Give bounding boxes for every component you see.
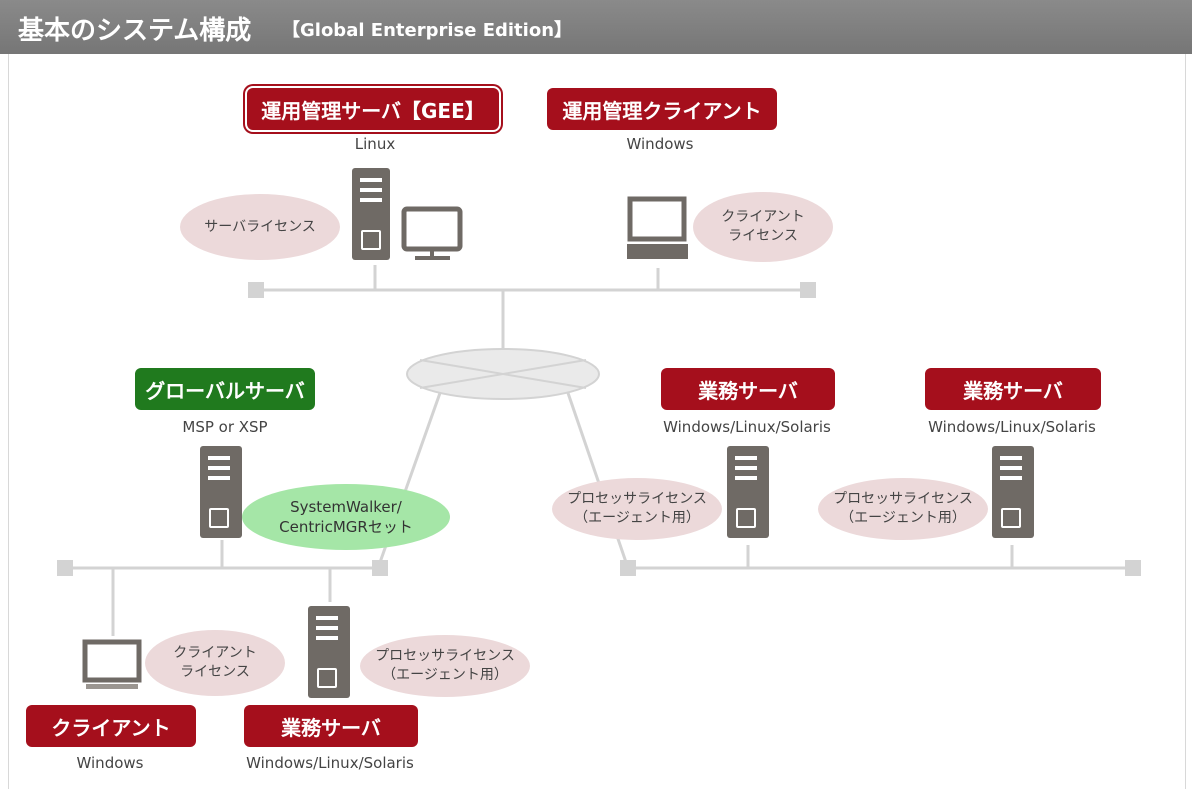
- network-endpoint: [372, 560, 388, 576]
- biz-server-1-license-oval: プロセッサライセンス （エージェント用）: [552, 478, 722, 540]
- mgmt-server-os: Linux: [354, 135, 396, 153]
- systemwalker-license-oval: SystemWalker/ CentricMGRセット: [242, 484, 450, 550]
- header-bar: 基本のシステム構成 【Global Enterprise Edition】: [0, 0, 1192, 54]
- biz-server-2-license-oval: プロセッサライセンス （エージェント用）: [818, 478, 988, 540]
- network-endpoint: [800, 282, 816, 298]
- monitor-icon: [401, 206, 463, 260]
- mgmt-server-icon: [352, 168, 390, 260]
- mgmt-server-label: 運用管理サーバ【GEE】: [247, 88, 499, 130]
- biz-server-2-label: 業務サーバ: [925, 368, 1101, 410]
- client-os: Windows: [76, 754, 144, 772]
- server-license-oval: サーバライセンス: [180, 194, 340, 260]
- biz-server-1-label: 業務サーバ: [661, 368, 835, 410]
- client-laptop-icon: [82, 639, 142, 689]
- biz-server-2-os: Windows/Linux/Solaris: [928, 418, 1096, 436]
- wan-cloud-icon: [406, 348, 600, 400]
- network-endpoint: [1125, 560, 1141, 576]
- network-endpoint: [620, 560, 636, 576]
- biz-server-3-icon: [308, 606, 350, 698]
- biz-server-1-os: Windows/Linux/Solaris: [663, 418, 831, 436]
- biz-server-3-os: Windows/Linux/Solaris: [246, 754, 414, 772]
- mgmt-client-os: Windows: [626, 135, 694, 153]
- biz-server-3-label: 業務サーバ: [244, 705, 418, 747]
- global-server-icon: [200, 446, 242, 538]
- mgmt-client-label: 運用管理クライアント: [547, 88, 777, 130]
- diagram-frame: [8, 54, 1186, 789]
- global-server-os: MSP or XSP: [182, 418, 268, 436]
- page-title: 基本のシステム構成: [18, 16, 252, 46]
- biz-server-2-icon: [992, 446, 1034, 538]
- biz-server-1-icon: [727, 446, 769, 538]
- network-endpoint: [248, 282, 264, 298]
- global-server-label: グローバルサーバ: [135, 368, 315, 410]
- laptop-icon: [627, 196, 688, 259]
- biz-server-3-license-oval: プロセッサライセンス （エージェント用）: [360, 635, 530, 697]
- client-license-oval: クライアント ライセンス: [145, 630, 285, 696]
- network-endpoint: [57, 560, 73, 576]
- mgmt-client-license-oval: クライアント ライセンス: [693, 192, 833, 262]
- page-subtitle: 【Global Enterprise Edition】: [282, 20, 573, 41]
- client-label: クライアント: [26, 705, 196, 747]
